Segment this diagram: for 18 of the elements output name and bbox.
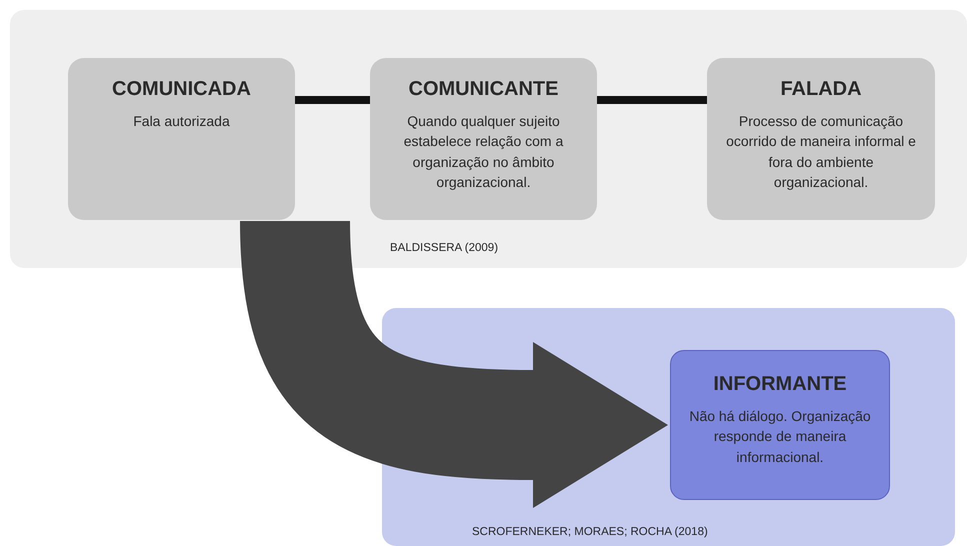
connector-line	[597, 96, 707, 104]
panel	[10, 10, 967, 268]
source-citation: SCROFERNEKER; MORAES; ROCHA (2018)	[472, 526, 708, 538]
card-description: Fala autorizada	[132, 112, 231, 131]
connector-line	[295, 96, 370, 104]
card	[370, 58, 597, 220]
source-citation: BALDISSERA (2009)	[390, 242, 498, 254]
card-description: Processo de comunicação ocorrido de maneira informal e fora do ambiente organizacional.	[725, 112, 917, 192]
card-description: Não há diálogo. Organização responde de maneira informacional.	[688, 407, 872, 467]
card-title: COMUNICANTE	[408, 78, 560, 101]
card-title: INFORMANTE	[712, 373, 848, 396]
card	[670, 350, 890, 500]
card-title: COMUNICADA	[111, 78, 252, 101]
card-title: FALADA	[779, 78, 863, 101]
curved-arrow	[240, 219, 668, 508]
card	[707, 58, 935, 220]
card	[68, 58, 295, 220]
card-description: Quando qualquer sujeito estabelece relação com a organização no âmbito organizacional.	[402, 112, 564, 192]
